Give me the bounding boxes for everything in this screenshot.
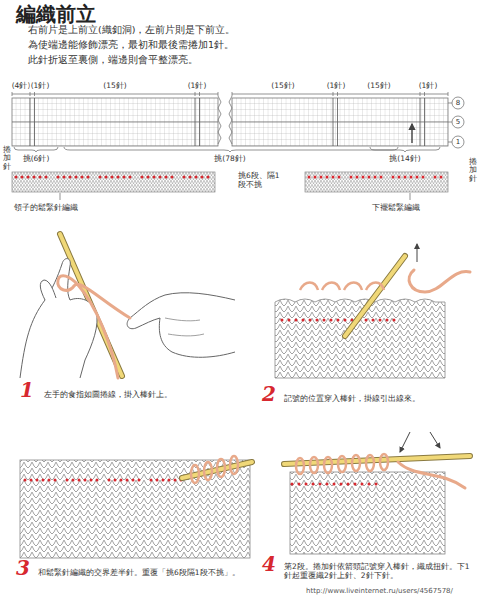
fabric-illustration — [310, 457, 318, 473]
ribbing-band — [60, 193, 61, 200]
fabric-illustration — [275, 244, 470, 378]
step-number: 3 — [16, 558, 30, 578]
hand-illustration — [58, 276, 130, 378]
stitch-count-bracket — [12, 92, 448, 96]
fabric-illustration — [352, 455, 360, 471]
fabric-illustration — [338, 456, 346, 472]
step-caption: 左手的食指如圖捲線，掛入棒針上。 — [44, 390, 172, 400]
fabric-illustration — [284, 432, 470, 554]
fabric-illustration — [292, 483, 380, 486]
row-marker — [452, 116, 464, 128]
cast-on-note: 捲加針 — [3, 146, 11, 171]
fabric-illustration — [275, 299, 445, 378]
step-number: 1 — [20, 380, 34, 400]
fabric-illustration — [296, 458, 304, 474]
fabric-illustration — [300, 283, 384, 291]
ribbing-band — [12, 172, 215, 192]
ribbing-band — [12, 172, 448, 200]
step-caption: 和鬆緊針編織的交界差半針。重覆「挑6段隔1段不挑」。 — [38, 568, 263, 577]
row-number: 1 — [456, 139, 460, 146]
pickup-brace — [14, 147, 58, 152]
stitch-chart — [12, 122, 448, 123]
stitch-count: (15針) — [270, 81, 295, 90]
fabric-illustration — [20, 456, 252, 558]
fabric-illustration — [290, 472, 445, 554]
row-marker — [452, 97, 464, 109]
fabric-illustration — [204, 462, 212, 480]
pickup-brace — [64, 147, 398, 152]
pickup-rule: 挑6段、隔1段不挑 — [238, 171, 280, 189]
fabric-illustration — [345, 256, 405, 336]
stitch-count: (1針) — [326, 81, 347, 90]
row-marker — [448, 103, 452, 104]
fabric-illustration — [417, 244, 418, 262]
hand-illustration — [127, 293, 235, 358]
page-title: 編織前立 — [16, 2, 96, 26]
stitch-count: (1針) — [418, 81, 439, 90]
pickup-count: 挑(14針) — [388, 154, 421, 163]
row-number: 5 — [456, 119, 460, 126]
row-marker — [448, 122, 452, 123]
ribbing-band — [16, 176, 212, 179]
step-number: 4 — [262, 554, 276, 574]
intro-note: 為使端邊能修飾漂亮，最初和最後需捲加1針。 — [28, 39, 234, 50]
intro-note: 右前片是上前立(織釦洞)，左前片則是下前立。 — [28, 24, 235, 35]
fabric-illustration — [430, 432, 440, 448]
stitch-count: (15針) — [102, 81, 127, 90]
stitch-count-bracket — [12, 92, 448, 96]
fabric-illustration — [400, 432, 410, 452]
stitch-chart — [12, 96, 448, 146]
watermark: http://www.liveinternet.ru/users/4567578… — [306, 587, 453, 595]
cast-on-note: 捲加針 — [469, 158, 477, 183]
stitch-count: (1針) — [187, 81, 208, 90]
intro-note: 此針折返至裏側，端邊則會平整漂亮。 — [28, 54, 198, 65]
stitch-chart — [218, 96, 232, 144]
hand-illustration — [20, 234, 235, 378]
step-caption: 記號的位置穿入棒針，掛線引出線來。 — [284, 394, 420, 404]
pickup-brace — [370, 147, 440, 152]
fabric-illustration — [409, 270, 470, 292]
pickup-count: 挑(6針) — [22, 154, 51, 163]
stitch-count: (1針) — [30, 81, 51, 90]
pickup-brace — [14, 147, 440, 152]
ribbing-band — [410, 193, 411, 200]
stitch-count-bracket — [12, 94, 448, 95]
ribbing-band — [309, 176, 446, 179]
fabric-illustration — [366, 455, 374, 471]
ribbing-band — [305, 172, 448, 192]
fabric-illustration — [324, 457, 332, 473]
stitch-count: (15針) — [366, 81, 391, 90]
fabric-illustration — [217, 459, 225, 477]
section-label: 領子的鬆緊針編織 — [14, 203, 78, 213]
row-marker — [452, 136, 464, 148]
step-caption: 第2段。捲加針依箭頭記號穿入棒針，織成扭針。下1針起重覆織2針上針、2針下針。 — [284, 562, 474, 580]
row-number: 8 — [456, 100, 460, 107]
hand-illustration — [165, 318, 204, 336]
fabric-illustration — [380, 454, 388, 470]
fabric-illustration — [191, 465, 199, 483]
fabric-illustration — [230, 456, 238, 474]
fabric-illustration — [345, 256, 405, 336]
row-marker — [448, 142, 452, 143]
fabric-illustration — [25, 479, 185, 482]
pickup-count: 挑(78針) — [213, 154, 246, 163]
stitch-count: (4針) — [11, 81, 32, 90]
fabric-illustration — [282, 319, 400, 322]
row-marker — [448, 97, 464, 148]
fabric-illustration — [20, 460, 250, 558]
section-label: 下襬鬆緊編織 — [372, 203, 420, 213]
hand-illustration — [40, 280, 56, 300]
fabric-illustration — [398, 462, 465, 488]
stitch-chart — [411, 124, 412, 143]
step-number: 2 — [262, 384, 276, 404]
